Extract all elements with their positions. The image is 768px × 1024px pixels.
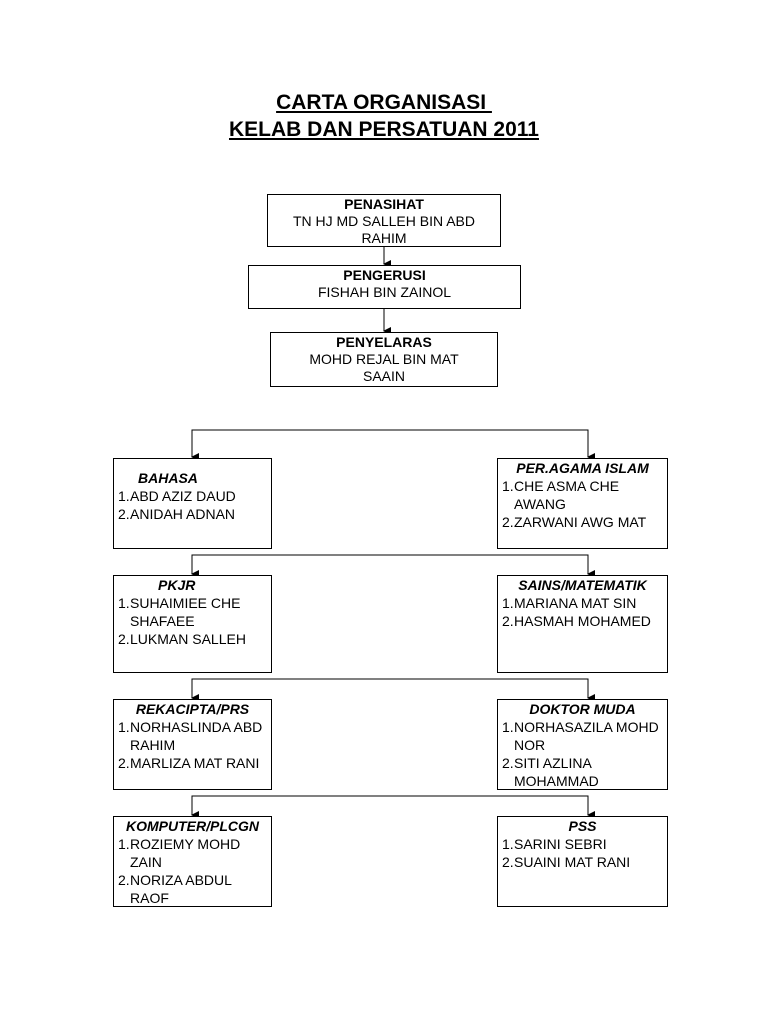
unit-doktor-muda: DOKTOR MUDA 1.NORHASAZILA MOHD NOR 2.SIT…	[497, 699, 668, 790]
member-list: 1.SUHAIMIEE CHE SHAFAEE 2.LUKMAN SALLEH	[118, 594, 267, 648]
box-penyelaras: PENYELARAS MOHD REJAL BIN MAT SAAIN	[270, 332, 498, 387]
member-list: 1.CHE ASMA CHE AWANG 2.ZARWANI AWG MAT	[502, 477, 663, 531]
role-label: PENYELARAS	[336, 334, 432, 350]
person-name: FISHAH BIN ZAINOL	[317, 284, 452, 300]
list-item: 2.MARLIZA MAT RANI	[118, 755, 260, 771]
list-item: 1.NORHASAZILA MOHD NOR	[502, 719, 659, 753]
unit-rekacipta: REKACIPTA/PRS 1.NORHASLINDA ABD RAHIM 2.…	[113, 699, 272, 790]
member-list: 1.NORHASLINDA ABD RAHIM 2.MARLIZA MAT RA…	[118, 718, 267, 772]
chart-title-line1: CARTA ORGANISASI	[276, 91, 492, 114]
list-item: 1.ABD AZIZ DAUD	[118, 488, 236, 504]
list-item: 1.NORHASLINDA ABD RAHIM	[118, 719, 263, 753]
unit-pkjr: PKJR 1.SUHAIMIEE CHE SHAFAEE 2.LUKMAN SA…	[113, 575, 272, 673]
box-pengerusi: PENGERUSI FISHAH BIN ZAINOL	[248, 265, 521, 309]
list-item: 2.HASMAH MOHAMED	[502, 613, 651, 629]
unit-title: PER.AGAMA ISLAM	[516, 460, 649, 476]
list-item: 2.ZARWANI AWG MAT	[502, 514, 647, 530]
split-row4	[191, 795, 589, 807]
unit-title: BAHASA	[138, 470, 198, 486]
list-item: 2.LUKMAN SALLEH	[118, 631, 246, 647]
person-name: MOHD REJAL BIN MAT SAAIN	[309, 351, 459, 384]
member-list: 1.NORHASAZILA MOHD NOR 2.SITI AZLINA MOH…	[502, 718, 663, 790]
unit-title: PKJR	[158, 577, 196, 593]
split-row1	[191, 429, 589, 448]
chart-title-line2: KELAB DAN PERSATUAN 2011	[228, 118, 539, 141]
unit-title: KOMPUTER/PLCGN	[126, 818, 259, 834]
unit-sains-matematik: SAINS/MATEMATIK 1.MARIANA MAT SIN 2.HASM…	[497, 575, 668, 673]
unit-komputer: KOMPUTER/PLCGN 1.ROZIEMY MOHD ZAIN 2.NOR…	[113, 816, 272, 907]
unit-title: DOKTOR MUDA	[529, 701, 636, 717]
list-item: 1.CHE ASMA CHE AWANG	[502, 478, 620, 512]
unit-agama: PER.AGAMA ISLAM 1.CHE ASMA CHE AWANG 2.Z…	[497, 458, 668, 549]
unit-title: SAINS/MATEMATIK	[518, 577, 647, 593]
unit-title: PSS	[568, 818, 597, 834]
list-item: 1.SARINI SEBRI	[502, 836, 607, 852]
list-item: 1.MARIANA MAT SIN	[502, 595, 637, 611]
list-item: 2.ANIDAH ADNAN	[118, 506, 236, 522]
role-label: PENASIHAT	[344, 196, 424, 212]
unit-pss: PSS 1.SARINI SEBRI 2.SUAINI MAT RANI	[497, 816, 668, 907]
unit-bahasa: BAHASA 1.ABD AZIZ DAUD 2.ANIDAH ADNAN	[113, 458, 272, 549]
list-item: 1.SUHAIMIEE CHE SHAFAEE	[118, 595, 241, 629]
box-penasihat: PENASIHAT TN HJ MD SALLEH BIN ABD RAHIM	[267, 194, 501, 247]
list-item: 2.NORIZA ABDUL RAOF	[118, 872, 232, 906]
role-label: PENGERUSI	[343, 267, 426, 283]
member-list: 1.ABD AZIZ DAUD 2.ANIDAH ADNAN	[118, 487, 267, 523]
list-item: 2.SUAINI MAT RANI	[502, 854, 631, 870]
member-list: 1.SARINI SEBRI 2.SUAINI MAT RANI	[502, 835, 663, 871]
member-list: 1.ROZIEMY MOHD ZAIN 2.NORIZA ABDUL RAOF	[118, 835, 267, 907]
unit-title: REKACIPTA/PRS	[135, 701, 250, 717]
split-row2	[191, 554, 589, 566]
member-list: 1.MARIANA MAT SIN 2.HASMAH MOHAMED	[502, 594, 663, 630]
list-item: 1.ROZIEMY MOHD ZAIN	[118, 836, 241, 870]
split-row3	[191, 678, 589, 690]
list-item: 2.SITI AZLINA MOHAMMAD	[502, 755, 599, 789]
person-name: TN HJ MD SALLEH BIN ABD RAHIM	[292, 213, 476, 246]
